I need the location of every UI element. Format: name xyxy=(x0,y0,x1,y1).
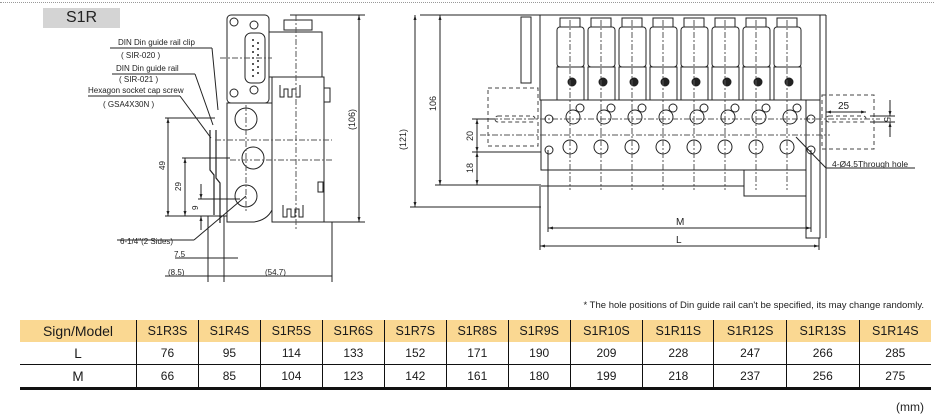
header-model: S1R9S xyxy=(507,320,571,342)
screw-icon xyxy=(249,85,259,95)
table-cell: 152 xyxy=(383,342,447,365)
technical-drawing: DIN Din guide rail clip ( SIR-020 ) DIN … xyxy=(88,14,915,282)
dim-54-7: (54.7) xyxy=(265,268,286,277)
valve-station xyxy=(649,17,678,190)
dim-25: 25 xyxy=(838,101,850,112)
dim-18: 18 xyxy=(465,163,475,173)
header-model: S1R5S xyxy=(259,320,323,342)
screw-icon xyxy=(229,88,239,98)
header-model: S1R10S xyxy=(569,320,643,342)
valve-body xyxy=(271,76,325,223)
screw-icon xyxy=(229,17,239,27)
header-model: S1R4S xyxy=(197,320,261,342)
callout-screw-part: ( GSA4X30N ) xyxy=(103,100,154,109)
table-cell: 228 xyxy=(642,342,714,365)
valve-station xyxy=(742,17,771,190)
side-view-labels: DIN Din guide rail clip ( SIR-020 ) DIN … xyxy=(88,38,357,277)
table-cell: 180 xyxy=(507,364,571,390)
valve-station xyxy=(680,17,709,190)
header-sign-model: Sign/Model xyxy=(20,320,137,342)
table-cell: 266 xyxy=(785,342,860,365)
table-cell: 66 xyxy=(136,364,199,390)
table-cell: 218 xyxy=(642,364,714,390)
table-cell: 247 xyxy=(713,342,787,365)
row-label: L xyxy=(20,342,137,365)
callout-rail-clip: DIN Din guide rail clip xyxy=(118,38,195,47)
callout-rail-clip-part: ( SIR-020 ) xyxy=(121,51,160,60)
valve-station xyxy=(587,17,616,190)
table-cell: 114 xyxy=(259,342,323,365)
valve-station xyxy=(773,17,802,190)
port-icon xyxy=(241,146,265,170)
dim-106-side: (106) xyxy=(347,109,357,130)
table-cell: 285 xyxy=(858,342,931,365)
header-model: S1R6S xyxy=(321,320,385,342)
mounting-hole-icon xyxy=(544,145,554,155)
table-cell: 142 xyxy=(383,364,447,390)
valve-stations xyxy=(556,17,802,190)
header-model: S1R12S xyxy=(713,320,787,342)
mounting-hole-icon xyxy=(806,114,816,124)
header-model: S1R13S xyxy=(785,320,860,342)
table-cell: 237 xyxy=(713,364,787,390)
header-model: S1R14S xyxy=(858,320,931,342)
front-view-labels: (121) 106 20 18 25 5 M L 4-Ø4.5Through h… xyxy=(398,96,908,246)
dim-5: 5 xyxy=(882,117,892,122)
screw-icon xyxy=(249,20,259,30)
header-model: S1R3S xyxy=(136,320,199,342)
port-note: 6-1/4"(2 Sides) xyxy=(120,237,173,246)
table-cell: 171 xyxy=(445,342,509,365)
table-cell: 256 xyxy=(785,364,860,390)
unit-label: (mm) xyxy=(896,400,924,414)
table-cell: 95 xyxy=(197,342,261,365)
dim-M: M xyxy=(676,217,684,228)
top-dotted-divider xyxy=(0,2,934,3)
valve-station xyxy=(618,17,647,190)
hole-note: 4-Ø4.5Through hole xyxy=(832,159,908,169)
header-model: S1R11S xyxy=(642,320,714,342)
dim-9: 9 xyxy=(191,205,200,210)
table-cell: 85 xyxy=(197,364,261,390)
dim-20: 20 xyxy=(465,131,475,141)
solenoid-connector xyxy=(283,19,313,31)
dim-121: (121) xyxy=(398,129,408,150)
connector-plate xyxy=(226,14,270,104)
dim-L: L xyxy=(676,235,682,246)
callout-rail-part: ( SIR-021 ) xyxy=(119,75,158,84)
side-view xyxy=(88,14,365,282)
front-view xyxy=(410,14,915,250)
table-cell: 209 xyxy=(569,342,643,365)
dim-7-5: 7.5 xyxy=(174,250,186,259)
dim-106-front: 106 xyxy=(428,96,438,111)
table-cell: 104 xyxy=(259,364,323,390)
dim-29: 29 xyxy=(174,182,183,191)
table-cell: 76 xyxy=(136,342,199,365)
callout-rail: DIN Din guide rail xyxy=(116,64,179,73)
table-cell: 190 xyxy=(507,342,571,365)
table-cell: 161 xyxy=(445,364,509,390)
valve-station xyxy=(556,17,585,190)
callout-screw: Hexagon socket cap screw xyxy=(88,86,184,95)
dim-8-5: (8.5) xyxy=(168,268,185,277)
dim-49: 49 xyxy=(158,161,167,170)
series-label: S1R xyxy=(43,8,120,28)
valve-station xyxy=(711,17,740,190)
table-cell: 133 xyxy=(321,342,385,365)
table-cell: 199 xyxy=(569,364,643,390)
header-model: S1R7S xyxy=(383,320,447,342)
table-cell: 123 xyxy=(321,364,385,390)
mounting-hole-icon xyxy=(544,114,554,124)
table-cell: 275 xyxy=(858,364,931,390)
row-label: M xyxy=(20,364,137,390)
header-model: S1R8S xyxy=(445,320,509,342)
rail-position-note: * The hole positions of Din guide rail c… xyxy=(583,300,924,311)
